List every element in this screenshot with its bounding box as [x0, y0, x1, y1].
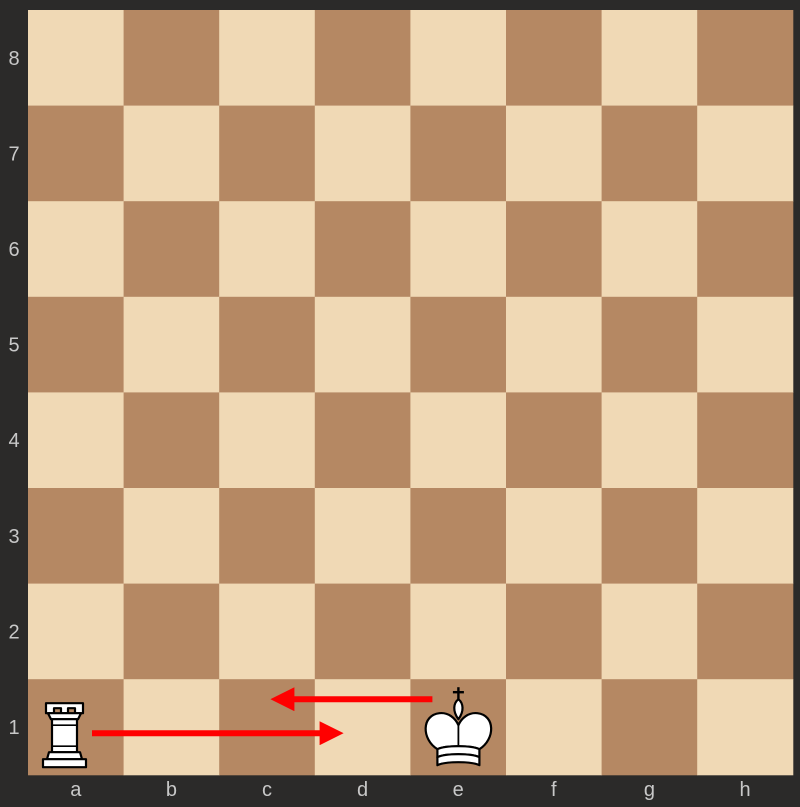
- square-d1[interactable]: [314, 679, 411, 776]
- square-c8[interactable]: [219, 10, 316, 107]
- square-e8[interactable]: [410, 10, 507, 107]
- square-b5[interactable]: [123, 296, 220, 393]
- square-a4[interactable]: [28, 392, 125, 489]
- square-e5[interactable]: [410, 296, 507, 393]
- board-pieces: [41, 687, 493, 769]
- rank-label-2: 2: [8, 621, 19, 643]
- square-d3[interactable]: [314, 488, 411, 585]
- rank-label-1: 1: [8, 717, 19, 739]
- square-e2[interactable]: [410, 583, 507, 680]
- move-arrows: [92, 687, 433, 746]
- square-d4[interactable]: [314, 392, 411, 489]
- square-f7[interactable]: [506, 105, 603, 202]
- rank-label-6: 6: [8, 239, 19, 261]
- file-label-h: h: [739, 779, 750, 801]
- square-g6[interactable]: [601, 201, 698, 298]
- file-label-a: a: [70, 779, 82, 801]
- rank-label-5: 5: [8, 335, 19, 357]
- square-c2[interactable]: [219, 583, 316, 680]
- square-h4[interactable]: [697, 392, 794, 489]
- square-b4[interactable]: [123, 392, 220, 489]
- square-a7[interactable]: [28, 105, 125, 202]
- square-e4[interactable]: [410, 392, 507, 489]
- square-f2[interactable]: [506, 583, 603, 680]
- white-king-icon: [424, 687, 493, 767]
- square-c1[interactable]: [219, 679, 316, 776]
- square-f5[interactable]: [506, 296, 603, 393]
- square-b2[interactable]: [123, 583, 220, 680]
- file-label-c: c: [262, 779, 272, 801]
- file-labels: a b c d e f g h: [70, 779, 750, 801]
- file-label-g: g: [644, 779, 655, 801]
- file-label-b: b: [166, 779, 177, 801]
- square-b8[interactable]: [123, 10, 220, 107]
- square-d8[interactable]: [314, 10, 411, 107]
- rank-label-3: 3: [8, 526, 19, 548]
- square-d5[interactable]: [314, 296, 411, 393]
- square-e6[interactable]: [410, 201, 507, 298]
- rank-label-7: 7: [8, 143, 19, 165]
- square-c7[interactable]: [219, 105, 316, 202]
- white-king-e1[interactable]: [424, 687, 493, 767]
- square-h2[interactable]: [697, 583, 794, 680]
- square-b7[interactable]: [123, 105, 220, 202]
- square-g4[interactable]: [601, 392, 698, 489]
- square-c5[interactable]: [219, 296, 316, 393]
- square-g7[interactable]: [601, 105, 698, 202]
- square-a5[interactable]: [28, 296, 125, 393]
- square-b3[interactable]: [123, 488, 220, 585]
- square-b1[interactable]: [123, 679, 220, 776]
- square-e7[interactable]: [410, 105, 507, 202]
- square-b6[interactable]: [123, 201, 220, 298]
- file-label-e: e: [453, 779, 464, 801]
- white-rook-a1[interactable]: [41, 702, 88, 769]
- square-g2[interactable]: [601, 583, 698, 680]
- white-rook-icon: [41, 702, 88, 769]
- square-d2[interactable]: [314, 583, 411, 680]
- square-d7[interactable]: [314, 105, 411, 202]
- square-g1[interactable]: [601, 679, 698, 776]
- square-h5[interactable]: [697, 296, 794, 393]
- square-c3[interactable]: [219, 488, 316, 585]
- square-f8[interactable]: [506, 10, 603, 107]
- square-h7[interactable]: [697, 105, 794, 202]
- square-h1[interactable]: [697, 679, 794, 776]
- square-a3[interactable]: [28, 488, 125, 585]
- square-g8[interactable]: [601, 10, 698, 107]
- rank-labels: 8 7 6 5 4 3 2 1: [8, 48, 19, 739]
- square-a2[interactable]: [28, 583, 125, 680]
- square-h6[interactable]: [697, 201, 794, 298]
- square-g3[interactable]: [601, 488, 698, 585]
- rank-label-8: 8: [8, 48, 19, 70]
- square-c6[interactable]: [219, 201, 316, 298]
- square-f4[interactable]: [506, 392, 603, 489]
- square-f3[interactable]: [506, 488, 603, 585]
- square-g5[interactable]: [601, 296, 698, 393]
- square-h8[interactable]: [697, 10, 794, 107]
- file-label-f: f: [551, 779, 557, 801]
- board-squares: [28, 10, 794, 776]
- square-h3[interactable]: [697, 488, 794, 585]
- square-f6[interactable]: [506, 201, 603, 298]
- file-label-d: d: [357, 779, 368, 801]
- square-c4[interactable]: [219, 392, 316, 489]
- square-a6[interactable]: [28, 201, 125, 298]
- square-e3[interactable]: [410, 488, 507, 585]
- square-a8[interactable]: [28, 10, 125, 107]
- square-f1[interactable]: [506, 679, 603, 776]
- square-d6[interactable]: [314, 201, 411, 298]
- rank-label-4: 4: [8, 430, 19, 452]
